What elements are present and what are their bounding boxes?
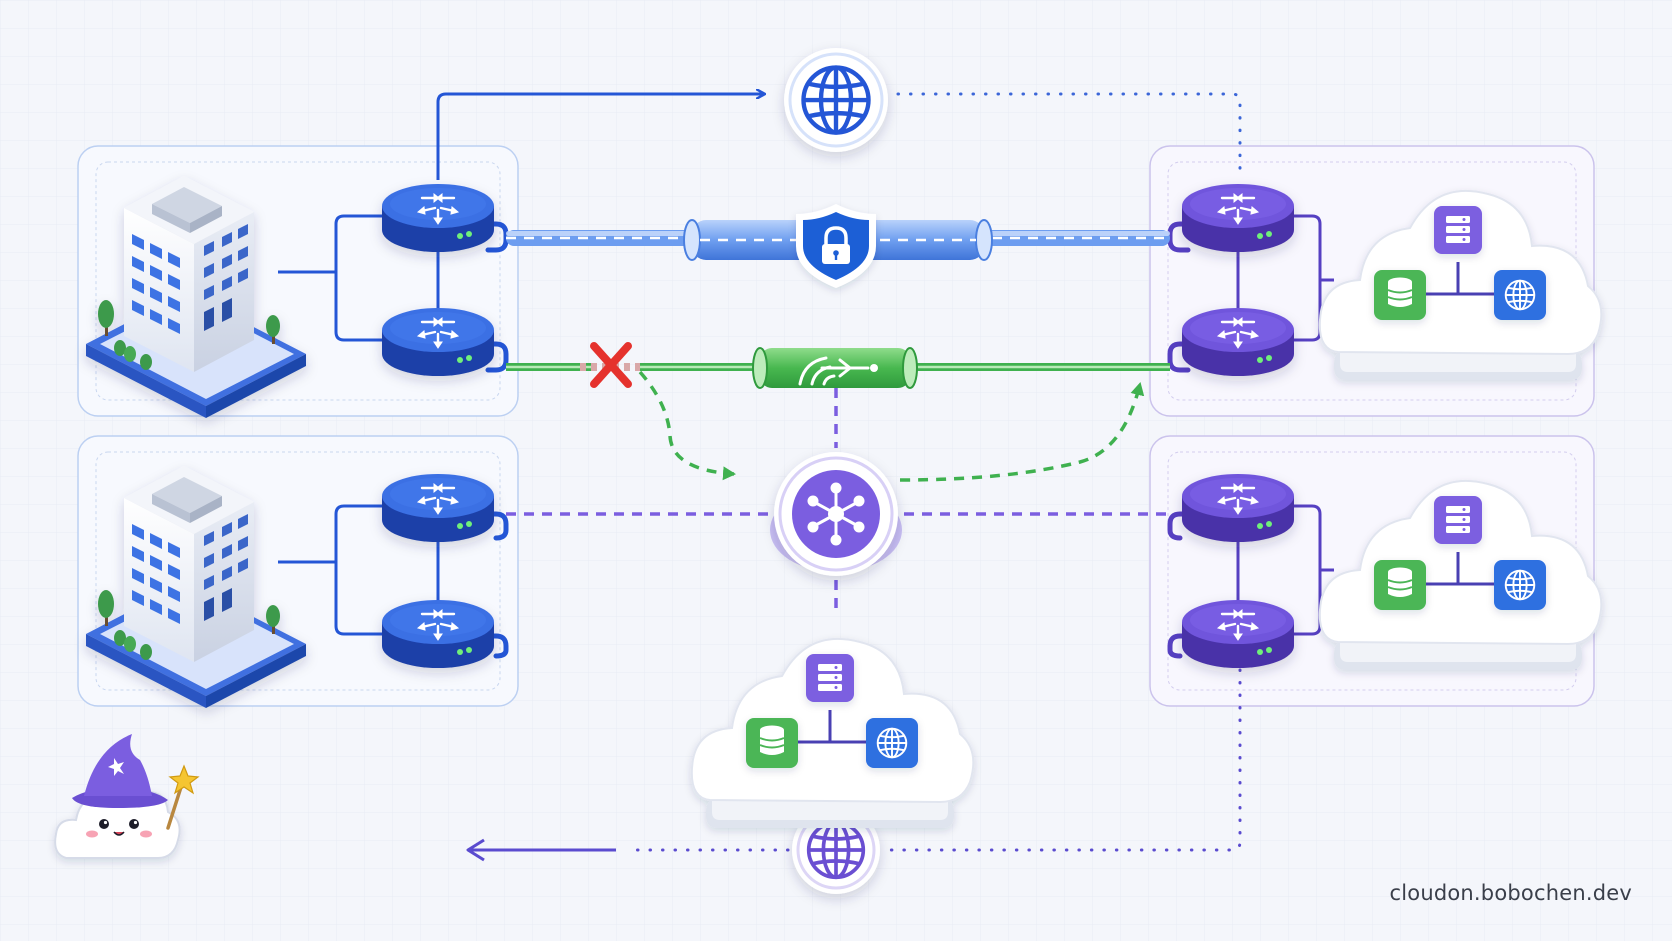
cloud-2-router-b[interactable] (1180, 598, 1296, 670)
onprem-2-router-b[interactable] (380, 598, 496, 670)
onprem-2-router-a[interactable] (380, 472, 496, 544)
onprem-1-router-a[interactable] (380, 182, 496, 254)
globe-icon (784, 48, 888, 152)
cloud-1-router-a[interactable] (1180, 182, 1296, 254)
transit-hub-links (506, 388, 1170, 612)
x-mark-icon (590, 342, 632, 388)
router-ports (485, 221, 1191, 659)
cloud-2-router-a[interactable] (1180, 472, 1296, 544)
failover-path-right (899, 382, 1145, 482)
site-watermark: cloudon.bobochen.dev (1389, 881, 1632, 905)
cloud-1-router-b[interactable] (1180, 306, 1296, 378)
onprem-1-router-b[interactable] (380, 306, 496, 378)
internet-ingress-arrowhead (466, 838, 485, 862)
lock-shield-icon (796, 204, 876, 288)
network-hub-icon (770, 452, 902, 576)
signal-waves-icon (798, 356, 878, 386)
internet-egress-line (436, 94, 764, 180)
wizard-cloud-mascot (54, 734, 200, 859)
failover-path-left (638, 370, 736, 481)
